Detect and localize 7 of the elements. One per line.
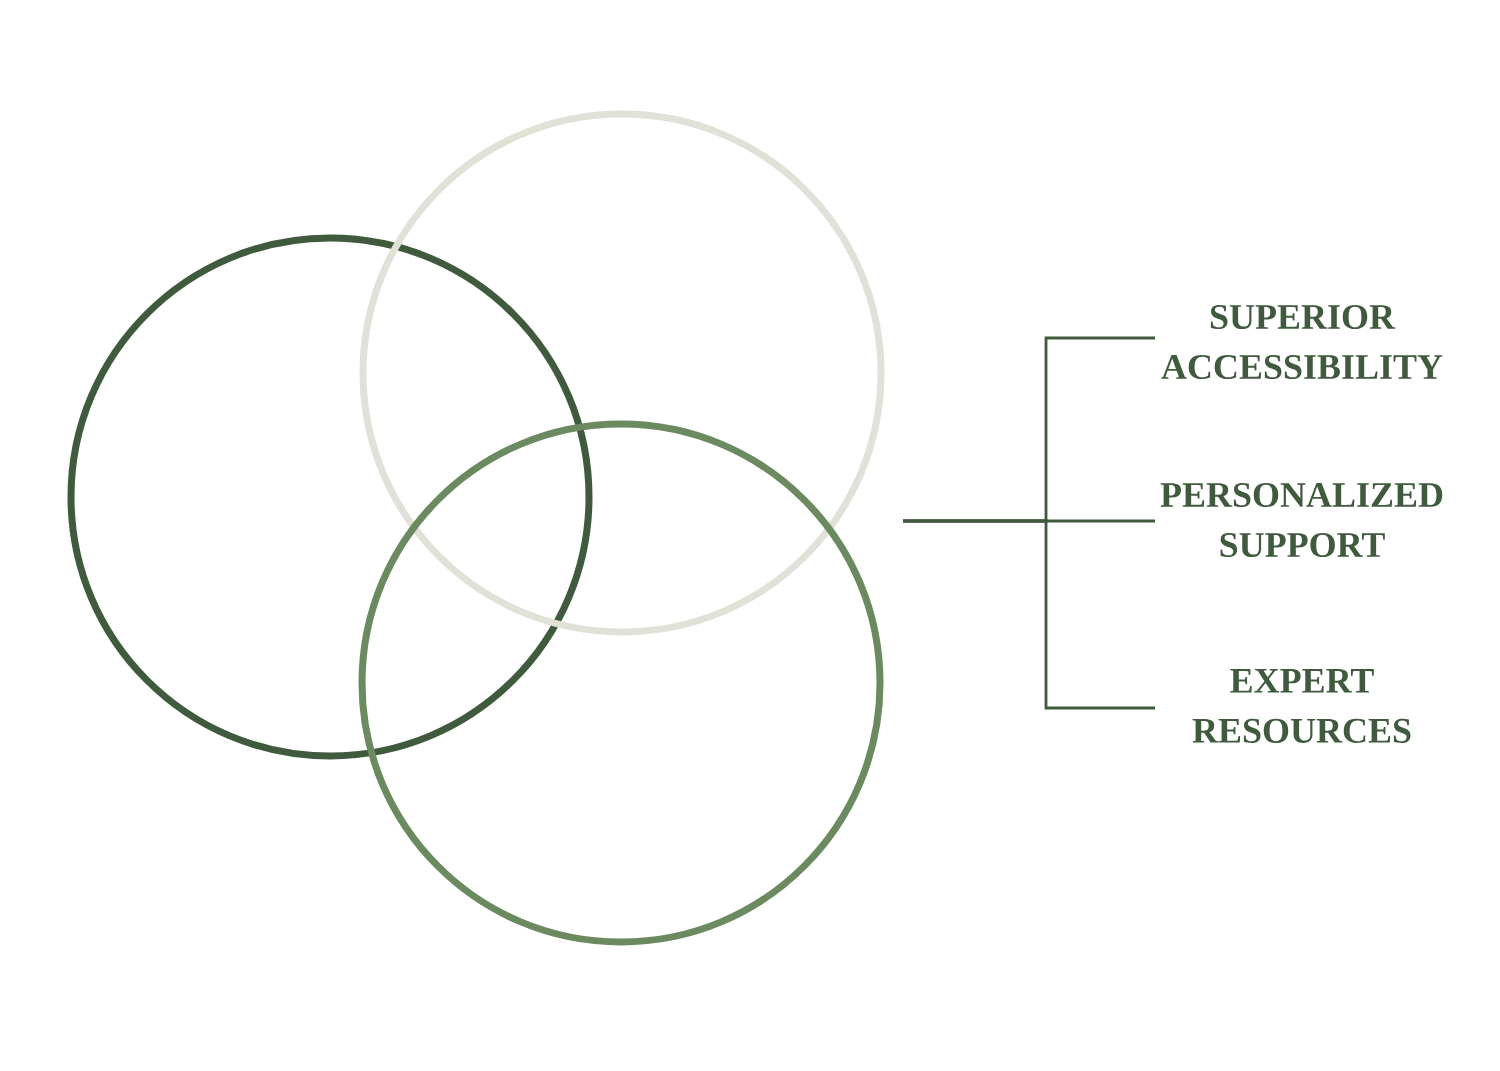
label-text: PERSONALIZED SUPPORT [1160, 482, 1443, 558]
bracket-connector [903, 519, 1155, 710]
label-text: EXPERT RESOURCES [1192, 669, 1411, 743]
venn-circle [358, 420, 884, 946]
label-text: SUPERIOR ACCESSIBILITY [1161, 304, 1443, 380]
venn-circle [67, 234, 593, 760]
venn-circle [359, 110, 885, 636]
